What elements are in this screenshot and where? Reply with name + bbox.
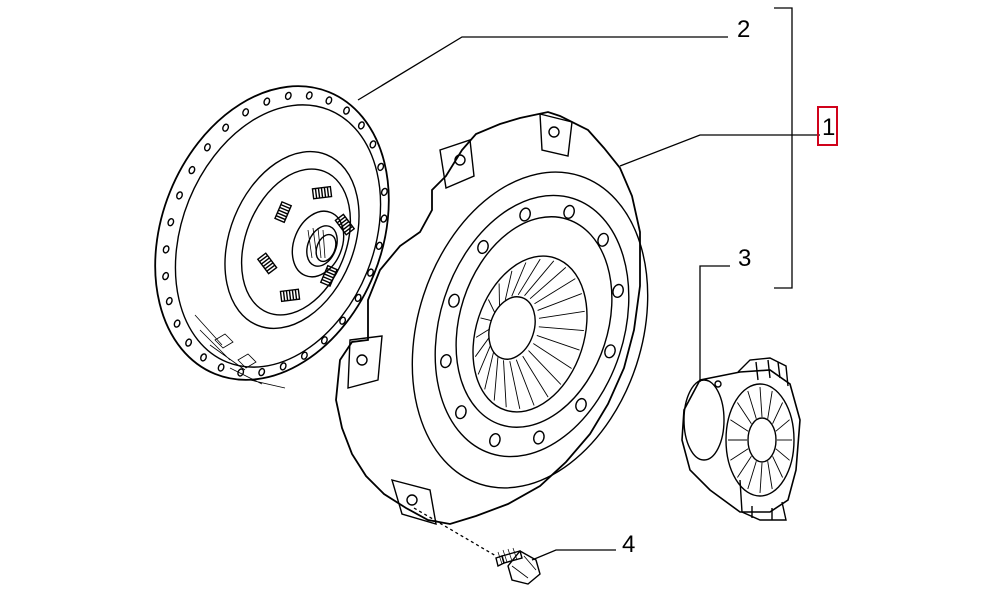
callout-4[interactable]: 4 [622,531,636,558]
callout-highlight-box [817,106,838,146]
disc-hub [291,210,345,278]
bearing-ribs [728,386,792,494]
callout-3[interactable]: 3 [738,245,752,272]
facing-pattern [194,314,286,389]
friction-rivets [162,91,388,377]
pressure-plate[interactable] [335,111,687,525]
release-bearing[interactable] [681,357,801,521]
callout-1[interactable]: 1 [822,114,836,141]
bolt[interactable] [495,547,541,585]
cover-bolt-holes [440,204,624,448]
diaphragm-fingers [474,258,585,409]
leader-lines [357,7,820,561]
callout-2[interactable]: 2 [737,16,751,43]
damper-springs [256,185,356,303]
clutch-disc[interactable] [113,51,431,415]
